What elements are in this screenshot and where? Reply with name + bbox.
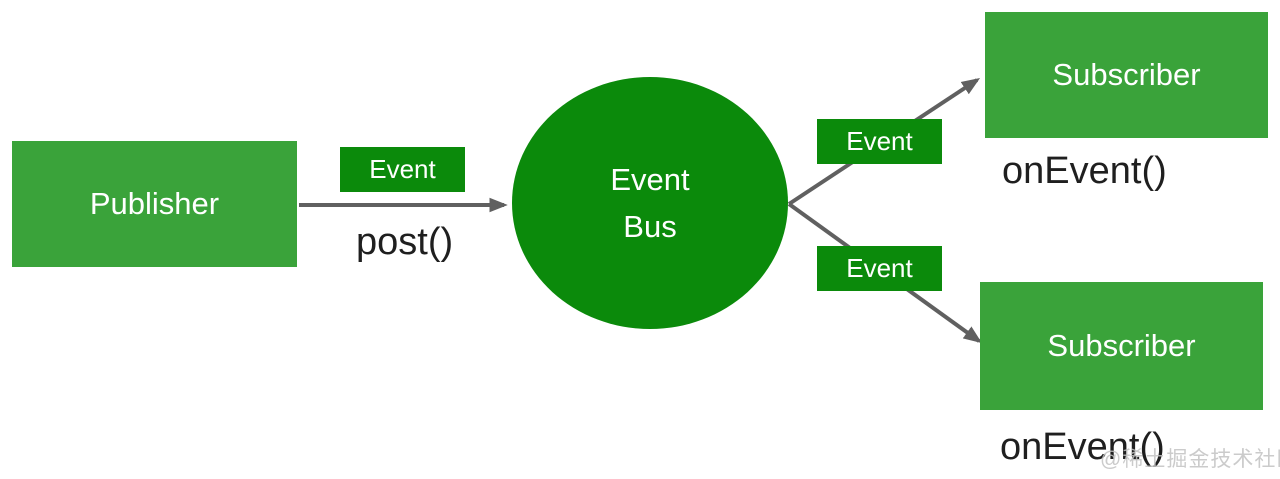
event-badge-top-label: Event <box>846 126 913 156</box>
onevent-method-top-label: onEvent() <box>1002 150 1167 192</box>
subscriber-bottom-box: Subscriber <box>980 282 1263 410</box>
event-badge-top: Event <box>817 119 942 164</box>
event-bus-label-line1: Event <box>610 162 690 197</box>
event-badge-bottom: Event <box>817 246 942 291</box>
subscriber-bottom-label: Subscriber <box>1047 328 1196 363</box>
onevent-method-bottom-label: onEvent() <box>1000 426 1165 468</box>
publisher-label: Publisher <box>89 186 220 221</box>
event-badge-publisher: Event <box>340 147 465 192</box>
watermark: @稀土掘金技术社区 <box>1100 448 1280 471</box>
subscriber-top-label: Subscriber <box>1052 57 1201 92</box>
event-badge-publisher-label: Event <box>369 154 436 184</box>
event-bus-label-line2: Bus <box>623 209 677 244</box>
event-bus-circle: Event Bus <box>512 77 788 329</box>
post-method-label: post() <box>356 221 454 263</box>
publisher-box: Publisher <box>12 141 297 267</box>
event-badge-bottom-label: Event <box>846 253 913 283</box>
subscriber-top-box: Subscriber <box>985 12 1268 138</box>
